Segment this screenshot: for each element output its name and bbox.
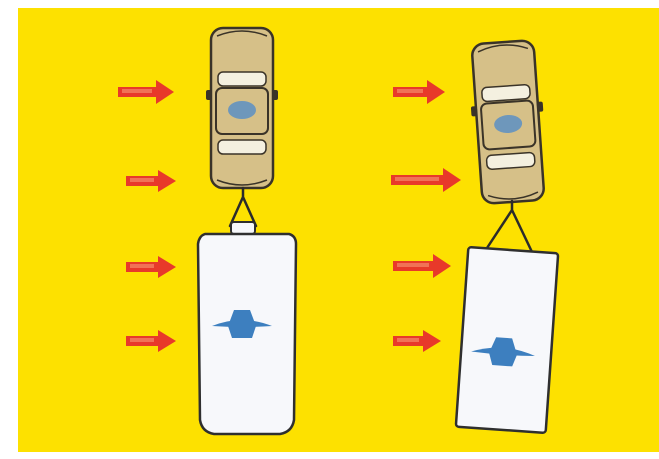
roof-vent-icon	[212, 310, 272, 338]
tow-hitch-left	[228, 186, 258, 228]
right-arrow-icon	[393, 80, 445, 104]
caravan-trailer-icon	[454, 246, 560, 434]
panel-stable-towing	[118, 26, 298, 436]
tow-hitch-right	[485, 199, 534, 254]
right-arrow-icon	[126, 330, 176, 352]
caravan-trailer-icon	[196, 221, 298, 436]
yellow-background	[18, 8, 659, 452]
roof-vent-icon	[471, 337, 535, 367]
right-arrow-icon	[391, 168, 461, 192]
right-arrow-icon	[393, 254, 451, 278]
car-top-view-icon	[470, 39, 545, 205]
wind-arrows-left	[118, 80, 176, 352]
right-arrow-icon	[126, 170, 176, 192]
wind-arrows-right	[391, 80, 461, 352]
car-top-view-icon	[206, 26, 278, 190]
panel-crosswind-sway	[391, 39, 560, 434]
right-arrow-icon	[126, 256, 176, 278]
right-arrow-icon	[118, 80, 174, 104]
right-arrow-icon	[393, 330, 441, 352]
